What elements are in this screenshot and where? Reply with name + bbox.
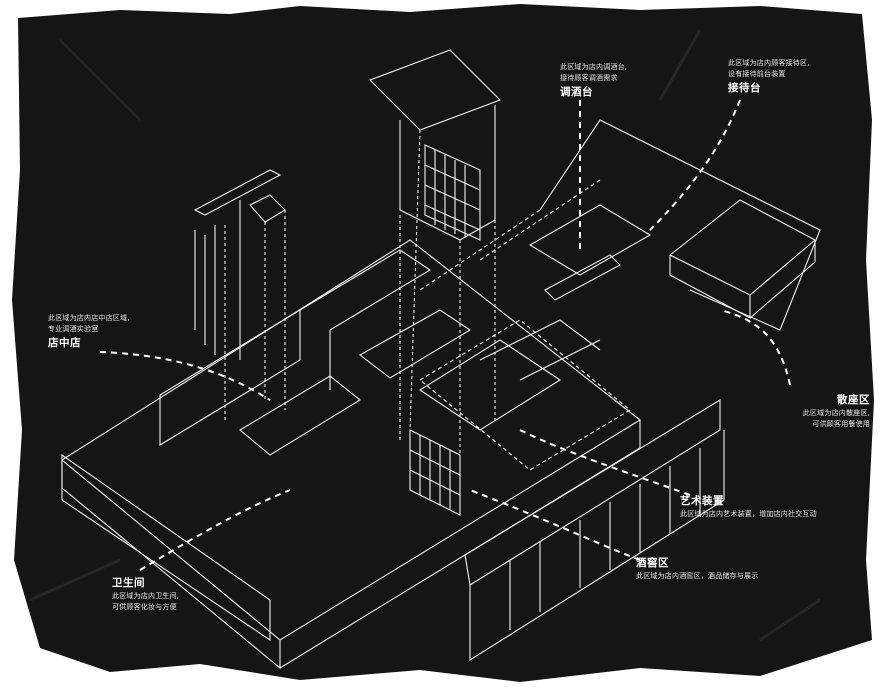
shop-desc-1: 此区域为店内店中店区域, (48, 314, 130, 322)
partitions (159, 249, 472, 456)
leader-shop (99, 351, 271, 401)
art-label: 艺术装置 此区域为店内艺术装置，增加店内社交互动 (680, 493, 817, 520)
leader-reception (649, 99, 741, 231)
seating-desc-2: 可供顾客用餐使用 (812, 420, 870, 429)
paper-crease (29, 29, 821, 642)
shop-title: 店中店 (48, 336, 81, 349)
leader-art (519, 429, 691, 496)
seating-title: 散座区 (837, 394, 870, 406)
bar-label: 此区域为店内调酒台, 接待顾客调酒需求 调酒台 (560, 62, 627, 100)
cellar-title: 酒窖区 (636, 557, 669, 569)
wc-desc-1: 此区域为店内卫生间, (112, 592, 180, 601)
cellar-desc-1: 此区域为店内酒窖区，酒品储存与展示 (636, 572, 759, 581)
bar-title: 调酒台 (560, 85, 593, 98)
leader-lines (99, 99, 791, 571)
art-title: 艺术装置 (680, 495, 724, 507)
right-facade (464, 399, 721, 586)
reception-box (668, 199, 816, 319)
reception-label: 此区域为店内顾客接待区, 设有接待前台装置 接待台 (728, 58, 810, 96)
wc-label: 卫生间 此区域为店内卫生间, 可供顾客化妆与方便 (112, 575, 179, 613)
bar-desc-1: 此区域为店内调酒台, (560, 63, 628, 71)
right-facade-base (469, 430, 725, 661)
shop-label: 此区域为店内店中店区域, 专业调酒实验室 店中店 (48, 313, 130, 351)
bar-counter (528, 204, 652, 301)
facade-openings (509, 448, 701, 630)
bar-desc-2: 接待顾客调酒需求 (560, 73, 618, 82)
shop-desc-2: 专业调酒实验室 (48, 324, 99, 333)
floor-plan-lines (61, 49, 821, 670)
leader-cellar (469, 489, 641, 561)
seating-label: 散座区 此区域为店内散座区, 可供顾客用餐使用 (760, 392, 870, 430)
seating-desc-1: 此区域为店内散座区, (802, 409, 870, 418)
shelf-grid-low (409, 429, 461, 516)
art-desc-1: 此区域为店内艺术装置，增加店内社交互动 (680, 510, 817, 519)
leader-seating (719, 309, 791, 386)
reception-title: 接待台 (728, 81, 761, 94)
wc-desc-2: 可供顾客化妆与方便 (112, 603, 177, 612)
front-wall (61, 453, 271, 642)
wc-title: 卫生间 (112, 577, 145, 589)
reception-desc-1: 此区域为店内顾客接待区, (728, 59, 810, 67)
projection-lines (224, 129, 496, 455)
cellar-label: 酒窖区 此区域为店内酒窖区，酒品储存与展示 (636, 555, 758, 582)
shelf-grid-top (424, 144, 481, 241)
paper-background (12, 4, 874, 682)
reception-desc-2: 设有接待前台装置 (728, 69, 786, 78)
